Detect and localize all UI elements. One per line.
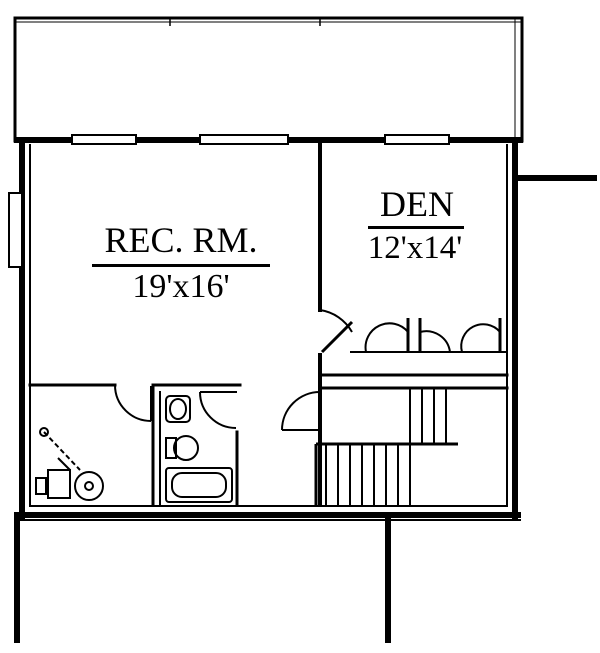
door-swings <box>114 309 507 431</box>
upper-deck <box>13 16 524 143</box>
rec-room-label-rule <box>92 264 270 267</box>
bathroom-fixtures <box>165 395 233 503</box>
stairs <box>314 388 458 505</box>
windows <box>8 134 450 268</box>
rec-room-dimensions: 19'x16' <box>132 268 230 305</box>
utility-equipment <box>35 427 104 501</box>
den-name: DEN <box>380 184 454 224</box>
den-dimensions: 12'x14' <box>367 230 463 266</box>
rec-room-name: REC. RM. <box>104 220 258 260</box>
exterior-walls <box>14 137 597 643</box>
den-label-rule <box>368 226 464 229</box>
